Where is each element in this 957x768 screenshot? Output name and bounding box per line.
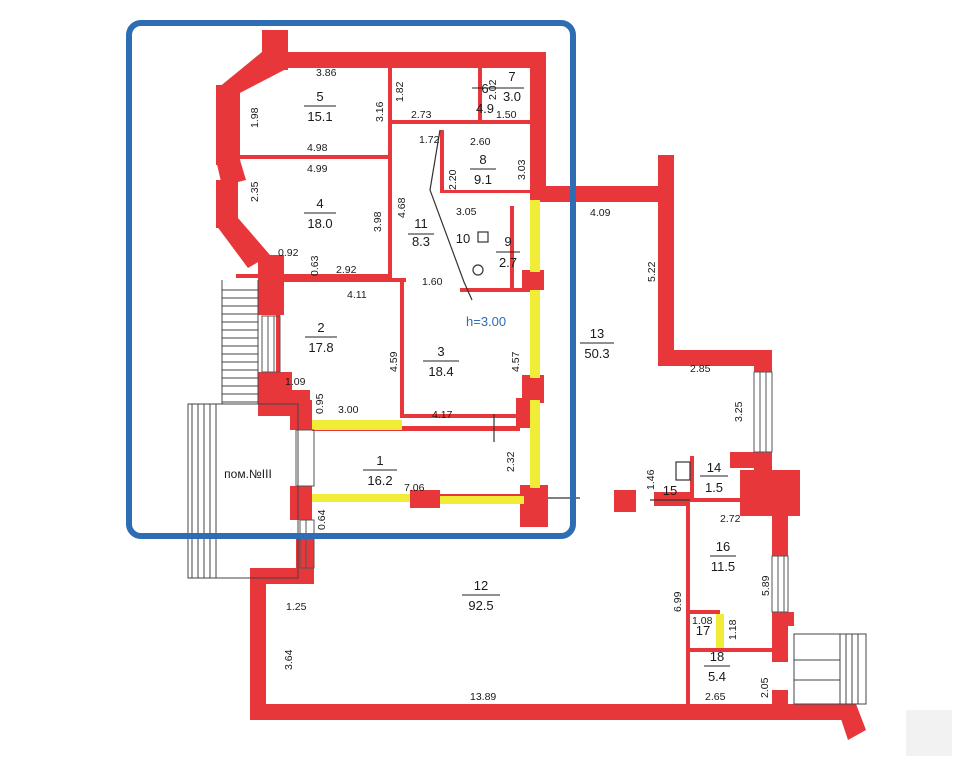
room-13-number: 13 <box>590 326 604 341</box>
room-17-number: 17 <box>696 623 710 638</box>
dim-label: 2.20 <box>447 169 459 190</box>
dim-label: 7.06 <box>404 482 425 494</box>
area-dividers <box>304 87 736 667</box>
room-14-number: 14 <box>707 460 721 475</box>
window-frames <box>261 315 789 613</box>
corner-mark <box>906 710 952 756</box>
room-5-number: 5 <box>316 89 323 104</box>
room-pom-label: пом.№III <box>224 467 272 481</box>
room-labels: 5 15.1 4 18.0 6 4.9 7 3.0 8 9.1 11 8.3 1… <box>224 69 735 684</box>
dim-label: 13.89 <box>470 691 496 703</box>
room-14-area: 1.5 <box>705 480 723 495</box>
dim-label: 2.60 <box>470 136 491 148</box>
room-13-area: 50.3 <box>584 346 609 361</box>
room-3-area: 18.4 <box>428 364 453 379</box>
room-1-number: 1 <box>376 453 383 468</box>
room-4-area: 18.0 <box>307 216 332 231</box>
room-7-number: 7 <box>508 69 515 84</box>
room-10-number: 10 <box>456 231 470 246</box>
dim-label: 0.95 <box>314 393 326 414</box>
room-12-area: 92.5 <box>468 598 493 613</box>
room-9-number: 9 <box>504 234 511 249</box>
dim-label: 2.85 <box>690 363 711 375</box>
dim-label: 3.00 <box>338 404 359 416</box>
dim-label: 1.18 <box>727 619 739 640</box>
dim-label: 0.92 <box>278 247 299 259</box>
dim-label: 4.59 <box>388 351 400 372</box>
dim-label: 2.72 <box>720 513 741 525</box>
dimensions: 3.86 1.98 3.16 4.98 4.99 2.35 3.98 0.92 … <box>249 67 772 703</box>
room-8-area: 9.1 <box>474 172 492 187</box>
dim-label: 2.92 <box>336 264 357 276</box>
room-18-area: 5.4 <box>708 669 726 684</box>
dim-label: 3.05 <box>456 206 477 218</box>
dim-label: 4.17 <box>432 409 453 421</box>
room-5-area: 15.1 <box>307 109 332 124</box>
dim-label: 3.25 <box>733 401 745 422</box>
fixtures <box>429 129 691 501</box>
stairs-entrance-left <box>187 403 299 579</box>
dim-label: 2.35 <box>249 181 261 202</box>
room-6-area: 4.9 <box>476 101 494 116</box>
room-6-number: 6 <box>481 81 488 96</box>
room-16-number: 16 <box>716 539 730 554</box>
dim-label: 1.98 <box>249 107 261 128</box>
dim-label: 1.50 <box>496 109 517 121</box>
room-8-number: 8 <box>479 152 486 167</box>
dim-label: 3.16 <box>374 101 386 122</box>
dim-label: 3.86 <box>316 67 337 79</box>
dim-label: 1.09 <box>285 376 306 388</box>
dim-label: 1.08 <box>692 615 713 627</box>
room-1-area: 16.2 <box>367 473 392 488</box>
room-2-area: 17.8 <box>308 340 333 355</box>
room-7-area: 3.0 <box>503 89 521 104</box>
dim-label: 2.73 <box>411 109 432 121</box>
dim-label: 2.65 <box>705 691 726 703</box>
room-12-number: 12 <box>474 578 488 593</box>
dim-label: 1.72 <box>419 134 440 146</box>
room-4-number: 4 <box>316 196 323 211</box>
dim-label: 2.05 <box>759 677 771 698</box>
room-9-area: 2.7 <box>499 255 517 270</box>
room-18-number: 18 <box>710 649 724 664</box>
dim-label: 2.02 <box>487 79 499 100</box>
dim-label: 1.25 <box>286 601 307 613</box>
room-3-number: 3 <box>437 344 444 359</box>
dim-label: 4.11 <box>347 289 367 301</box>
dim-label: 0.64 <box>316 509 328 530</box>
dim-label: 3.64 <box>283 649 295 670</box>
dim-label: 6.99 <box>672 591 684 612</box>
dim-label: 1.46 <box>645 469 657 490</box>
dim-label: 0.63 <box>309 255 321 276</box>
dim-label: 4.98 <box>307 142 328 154</box>
room-11-area: 8.3 <box>412 234 430 249</box>
dim-label: 2.32 <box>505 451 517 472</box>
dim-label: 3.98 <box>372 211 384 232</box>
room-15-number: 15 <box>663 483 677 498</box>
dim-label: 5.22 <box>646 261 658 282</box>
dim-label: 1.60 <box>422 276 443 288</box>
room-11-number: 11 <box>414 216 428 231</box>
stairs-right <box>793 633 867 705</box>
dim-label: 4.57 <box>510 351 522 372</box>
room-16-area: 11.5 <box>711 559 735 574</box>
dim-label: 4.68 <box>396 197 408 218</box>
windows <box>312 200 724 648</box>
stairs-left <box>221 280 259 404</box>
highlight-frame <box>126 20 576 539</box>
dim-label: 5.89 <box>760 575 772 596</box>
dim-label: 4.99 <box>307 163 328 175</box>
room-2-number: 2 <box>317 320 324 335</box>
dim-label: 1.82 <box>394 81 406 102</box>
dim-label: 4.09 <box>590 207 611 219</box>
ceiling-height-note: h=3.00 <box>466 314 506 329</box>
walls <box>216 30 866 740</box>
dim-label: 3.03 <box>516 159 528 180</box>
